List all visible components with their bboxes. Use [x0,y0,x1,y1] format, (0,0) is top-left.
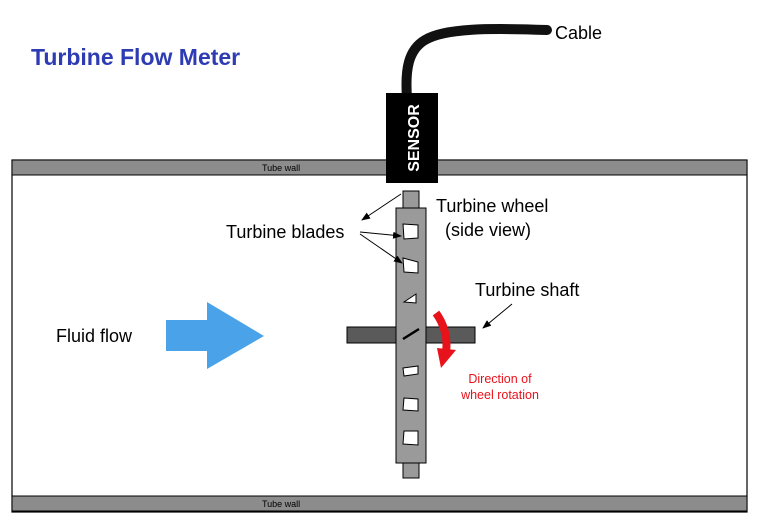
rotation-direction-line1: Direction of [468,372,532,386]
turbine-blade-pointer-2 [359,233,403,264]
turbine-blade [402,223,419,240]
tube-wall-top-label: Tube wall [262,163,301,173]
wheel-hub-top [402,190,420,210]
turbine-blade [402,365,419,377]
turbine-wheel [395,207,427,464]
turbine-blades-label: Turbine blades [226,222,345,242]
turbine-wheel-sublabel: (side view) [445,220,532,240]
turbine-blade [402,293,417,304]
rotation-arrow-icon [432,310,456,368]
turbine-wheel-pointer [361,193,402,221]
rotation-direction-line2: wheel rotation [461,388,539,402]
turbine-blade-edge [402,327,420,341]
cable-label: Cable [555,23,603,43]
turbine-blade [402,430,419,446]
turbine-blade [402,397,419,412]
tube-wall-bottom-label: Tube wall [262,499,301,509]
sensor-body [386,93,438,183]
fluid-flow-arrow [166,302,264,369]
diagram-title: Turbine Flow Meter [31,44,241,70]
rotation-direction-label: Direction of wheel rotation [454,371,546,403]
turbine-blade-pointer-1 [359,231,402,239]
tube-wall-top [11,159,748,176]
turbine-shaft-pointer [482,303,513,329]
turbine-shaft-label: Turbine shaft [475,280,580,300]
sensor-label: SENSOR [406,104,423,172]
cable [401,24,552,103]
turbine-blade [402,257,419,274]
turbine-blade-group [402,223,419,446]
fluid-flow-label: Fluid flow [56,326,133,346]
turbine-wheel-label: Turbine wheel [436,196,549,216]
tube-wall-bottom [11,495,748,512]
